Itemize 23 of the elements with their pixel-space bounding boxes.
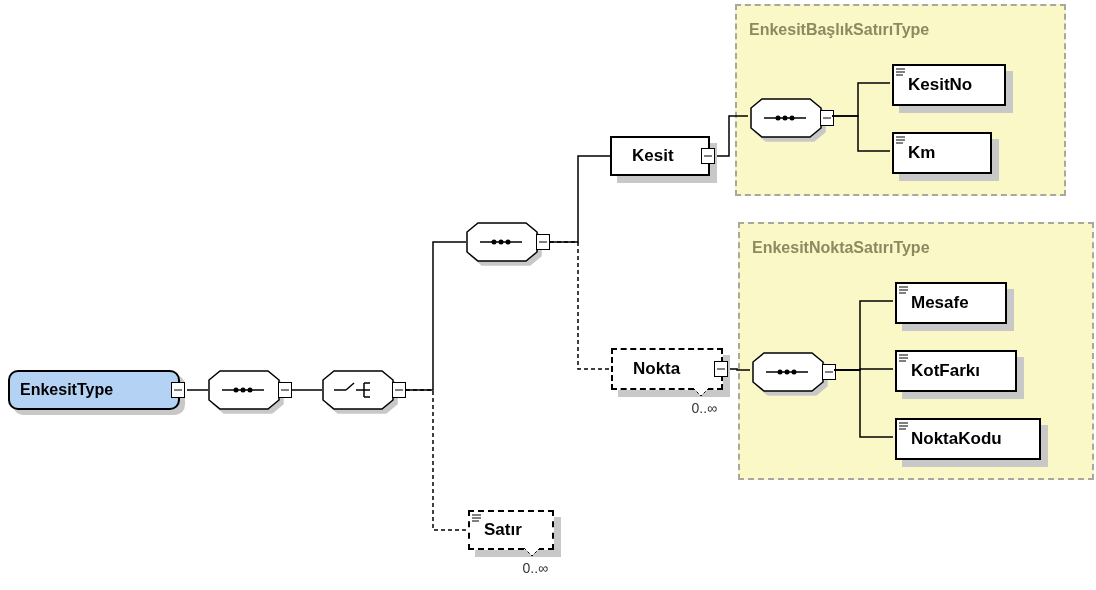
connector-line (549, 241, 612, 370)
element-name: Nokta (633, 358, 681, 381)
connector-line (833, 369, 894, 438)
element-name: KesitNo (908, 74, 973, 97)
connector-line (291, 389, 323, 391)
type-name: EnkesitBaşlıkSatırıType (749, 20, 930, 40)
element-name: Kesit (632, 145, 674, 168)
occurrence-label: 0..∞ (522, 559, 548, 578)
connector-line (729, 368, 751, 371)
connector-line (716, 115, 749, 157)
element-name: KotFarkı (911, 360, 980, 383)
connector-line (831, 115, 891, 152)
element-name: NoktaKodu (911, 428, 1002, 451)
element-name: Satır (484, 519, 522, 542)
element-name: Km (908, 142, 936, 165)
type-group-panel (735, 4, 1066, 196)
occurrence-label: 0..∞ (691, 399, 717, 418)
element-name: Mesafe (911, 292, 969, 315)
type-group-panel (738, 222, 1094, 480)
type-name: EnkesitType (20, 380, 114, 400)
type-name: EnkesitNoktaSatırıType (752, 238, 930, 258)
connector-line (186, 389, 209, 391)
connector-line (405, 389, 469, 531)
